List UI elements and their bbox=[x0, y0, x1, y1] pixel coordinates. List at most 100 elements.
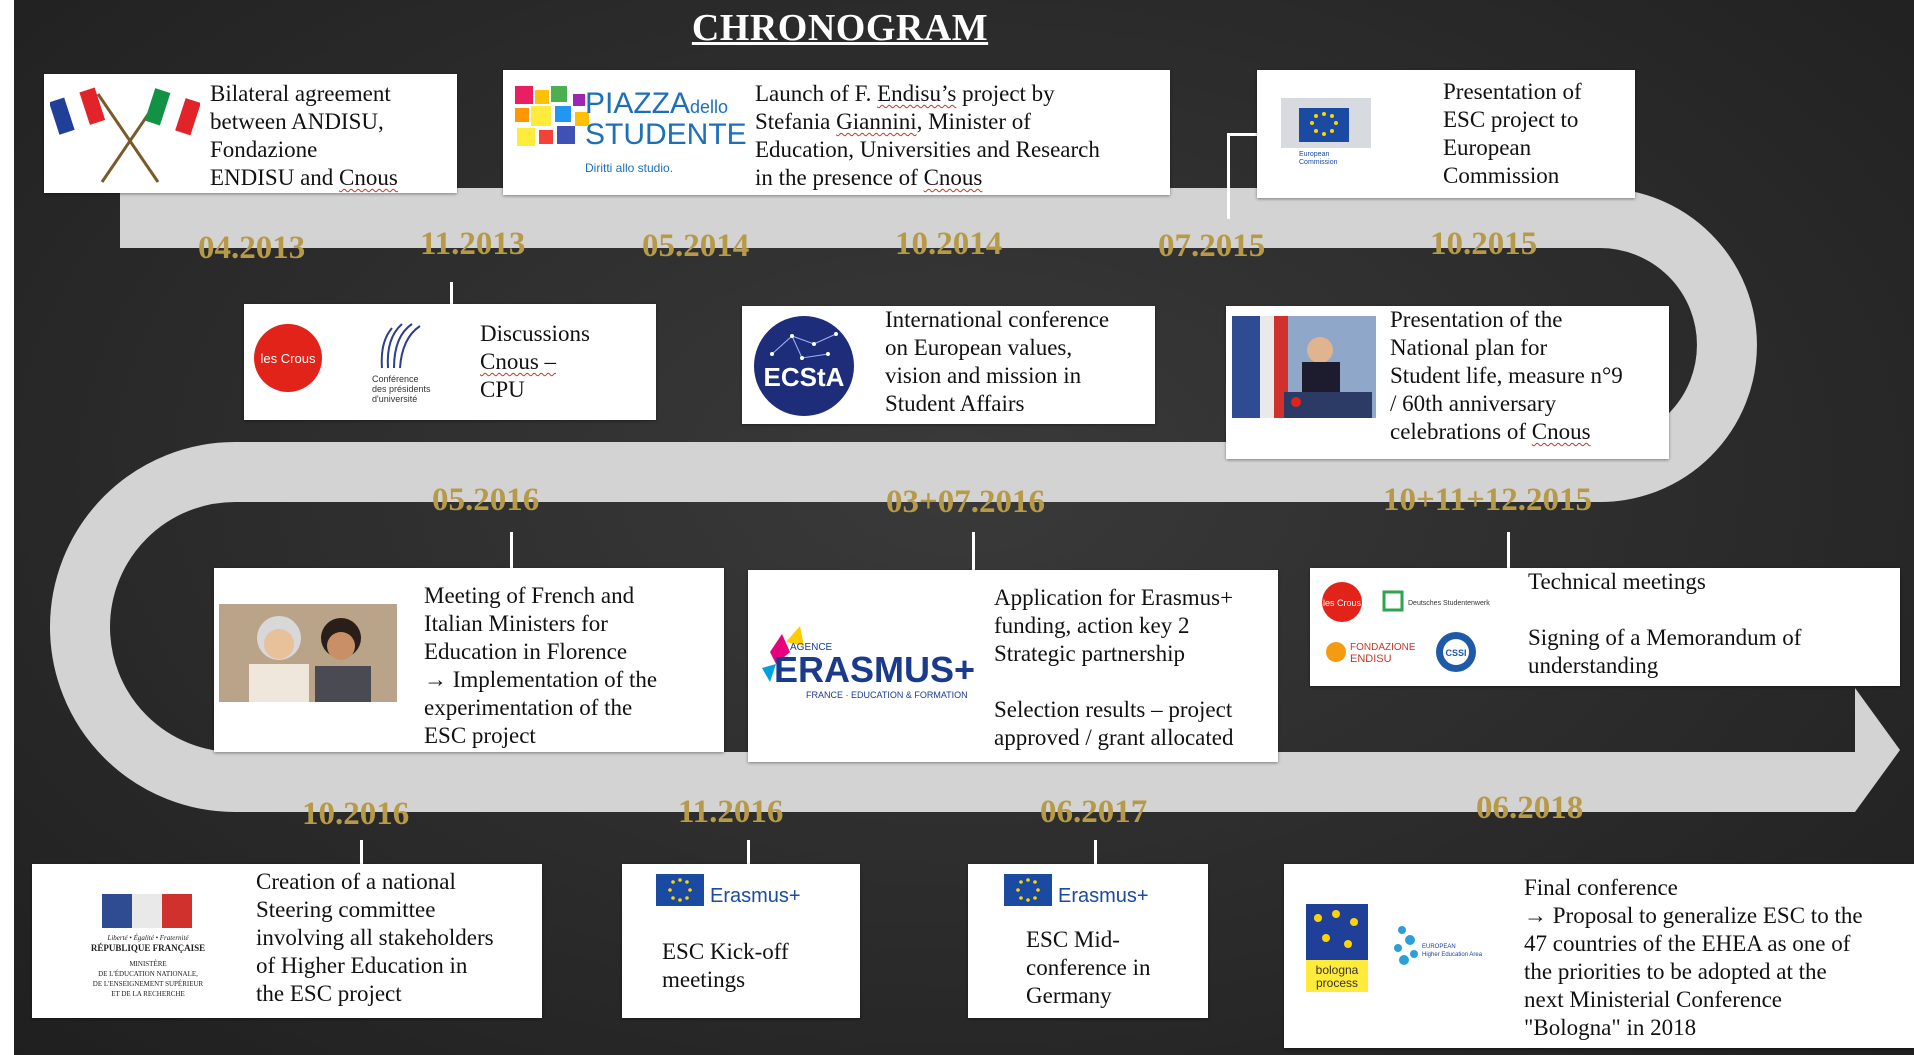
event-text: International conference bbox=[885, 307, 1110, 332]
event-text: of Higher Education in bbox=[256, 953, 468, 978]
date-label: 04.2013 bbox=[198, 230, 306, 266]
connector-line bbox=[1227, 133, 1230, 219]
event-text: conference in bbox=[1026, 955, 1151, 980]
svg-text:Erasmus+: Erasmus+ bbox=[1058, 885, 1149, 907]
event-text: Discussions bbox=[480, 321, 590, 346]
piazza-dello-studente-logo bbox=[515, 86, 589, 146]
svg-text:Erasmus+: Erasmus+ bbox=[710, 885, 801, 907]
event-card: PIAZZAdello STUDENTE Diritti allo studio… bbox=[503, 70, 1170, 195]
event-text: Application for Erasmus+ bbox=[994, 585, 1234, 610]
date-label: 10.2015 bbox=[1430, 226, 1538, 262]
les-crous-logo: les Crous bbox=[254, 324, 322, 392]
france-italy-flags-icon bbox=[50, 87, 200, 183]
event-card: Erasmus+ ESC Mid- conference in Germany bbox=[968, 864, 1208, 1018]
event-text: European bbox=[1443, 135, 1532, 160]
ecsta-logo: ECStA bbox=[754, 316, 854, 416]
svg-text:process: process bbox=[1316, 976, 1358, 990]
event-text: Giannini bbox=[836, 109, 917, 134]
page-title: CHRONOGRAM bbox=[691, 7, 989, 49]
date-label: 05.2016 bbox=[432, 482, 540, 518]
svg-text:bologna: bologna bbox=[1316, 963, 1359, 977]
event-text: on European values, bbox=[885, 335, 1073, 360]
event-card: Presentation of the National plan for St… bbox=[1226, 306, 1669, 459]
event-text: 47 countries of the EHEA as one of bbox=[1524, 931, 1851, 956]
event-text: Strategic partnership bbox=[994, 641, 1185, 666]
svg-text:Higher Education Area: Higher Education Area bbox=[1422, 952, 1483, 958]
event-card: bologna process EUROPEAN Higher Educatio… bbox=[1284, 864, 1914, 1048]
date-label: 06.2017 bbox=[1040, 794, 1148, 830]
bologna-process-logo: bologna process EUROPEAN Higher Educatio… bbox=[1306, 904, 1483, 992]
event-text: experimentation of the bbox=[424, 695, 633, 720]
event-text: Launch of F. bbox=[755, 81, 872, 106]
date-label: 10.2014 bbox=[895, 226, 1003, 262]
date-label: 10.2016 bbox=[302, 796, 410, 832]
event-text: meetings bbox=[662, 967, 746, 992]
svg-text:DE L'ENSEIGNEMENT SUPÉRIEUR: DE L'ENSEIGNEMENT SUPÉRIEUR bbox=[93, 980, 204, 988]
event-text: Steering committee bbox=[256, 897, 436, 922]
event-text: ESC project to bbox=[1443, 107, 1579, 132]
event-text: → Proposal to generalize ESC to the bbox=[1524, 903, 1863, 928]
svg-text:ENDISU: ENDISU bbox=[1350, 653, 1392, 665]
connector-line bbox=[1507, 532, 1510, 568]
event-text: Final conference bbox=[1524, 875, 1678, 900]
event-card: Erasmus+ ESC Kick-off meetings bbox=[622, 864, 860, 1018]
event-text: Cnous bbox=[339, 165, 398, 190]
event-card: les Crous Conférence des présidents d'un… bbox=[244, 304, 656, 420]
presentation-photo bbox=[1232, 316, 1376, 418]
svg-text:ET DE LA RECHERCHE: ET DE LA RECHERCHE bbox=[111, 990, 185, 998]
date-label: 10+11+12.2015 bbox=[1383, 482, 1593, 518]
event-text: Technical meetings bbox=[1528, 569, 1706, 594]
date-label: 05.2014 bbox=[642, 228, 750, 264]
event-text: Education, Universities and Research bbox=[755, 137, 1100, 162]
event-text: funding, action key 2 bbox=[994, 613, 1190, 638]
event-text: in the presence of bbox=[755, 165, 918, 190]
svg-text:CSSI: CSSI bbox=[1445, 648, 1466, 658]
svg-text:ECStA: ECStA bbox=[764, 362, 845, 392]
svg-text:MINISTÈRE: MINISTÈRE bbox=[129, 960, 166, 968]
event-text: understanding bbox=[1528, 653, 1659, 678]
svg-text:FONDAZIONE: FONDAZIONE bbox=[1350, 642, 1416, 653]
event-text: Commission bbox=[1443, 163, 1560, 188]
svg-text:AGENCE: AGENCE bbox=[790, 642, 833, 653]
event-text: ENDISU and bbox=[210, 165, 334, 190]
event-text: involving all stakeholders bbox=[256, 925, 494, 950]
slide-left-edge bbox=[0, 0, 14, 1055]
event-text: Student life, measure n°9 bbox=[1390, 363, 1623, 388]
erasmus-plus-eu-logo: Erasmus+ bbox=[1004, 874, 1149, 907]
svg-text:EUROPEAN: EUROPEAN bbox=[1422, 944, 1456, 950]
event-card: Bilateral agreement between ANDISU, Fond… bbox=[44, 74, 457, 193]
event-text: celebrations of bbox=[1390, 419, 1527, 444]
event-text: project by bbox=[962, 81, 1055, 106]
connector-line bbox=[1094, 840, 1097, 864]
event-text: the ESC project bbox=[256, 981, 402, 1006]
date-label: 03+07.2016 bbox=[886, 484, 1046, 520]
event-text: ESC project bbox=[424, 723, 536, 748]
svg-text:Liberté • Égalité • Fraternité: Liberté • Égalité • Fraternité bbox=[106, 934, 189, 942]
european-commission-logo: European Commission bbox=[1281, 98, 1371, 166]
event-card: les Crous Deutsches Studentenwerk FONDAZ… bbox=[1310, 568, 1900, 686]
connector-line bbox=[747, 840, 750, 864]
connector-line bbox=[1227, 133, 1257, 136]
event-text: Fondazione bbox=[210, 137, 318, 162]
svg-text:FRANCE · EDUCATION & FORMATION: FRANCE · EDUCATION & FORMATION bbox=[806, 690, 968, 700]
svg-text:les Crous: les Crous bbox=[1323, 598, 1362, 608]
svg-text:Commission: Commission bbox=[1299, 159, 1338, 166]
event-text: Cnous bbox=[923, 165, 983, 190]
event-text: Germany bbox=[1026, 983, 1112, 1008]
svg-text:DE L'ÉDUCATION NATIONALE,: DE L'ÉDUCATION NATIONALE, bbox=[98, 970, 198, 978]
event-text: / 60th anniversary bbox=[1390, 391, 1557, 416]
date-label: 07.2015 bbox=[1158, 228, 1266, 264]
svg-text:Conférence: Conférence bbox=[372, 374, 419, 384]
event-text: Creation of a national bbox=[256, 869, 456, 894]
event-text: Italian Ministers for bbox=[424, 611, 608, 636]
event-text: ESC Kick-off bbox=[662, 939, 789, 964]
event-text: vision and mission in bbox=[885, 363, 1082, 388]
event-text: Cnous – bbox=[480, 349, 557, 374]
event-text: Bilateral agreement bbox=[210, 81, 391, 106]
event-card: Meeting of French and Italian Ministers … bbox=[214, 568, 724, 752]
event-text: between ANDISU, bbox=[210, 109, 384, 134]
event-text: Presentation of the bbox=[1390, 307, 1563, 332]
event-text: next Ministerial Conference bbox=[1524, 987, 1783, 1012]
